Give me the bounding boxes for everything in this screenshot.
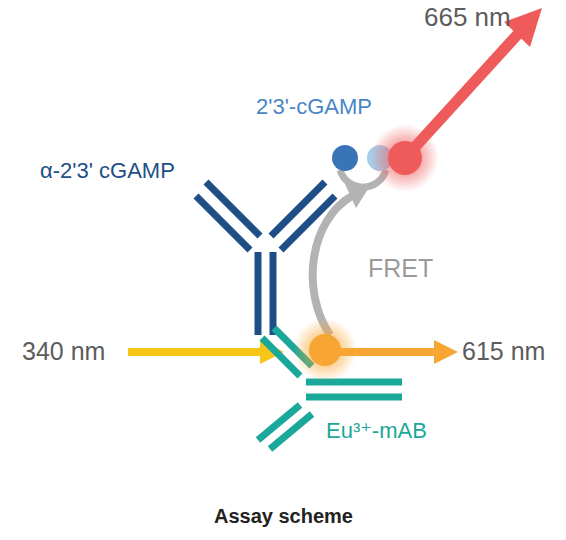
fret-label: FRET <box>368 256 433 281</box>
fret-arrow <box>313 196 352 335</box>
antibody-label: Eu³⁺-mAB <box>326 420 427 442</box>
arrow-head <box>345 184 370 208</box>
arrow-head <box>434 340 458 364</box>
analyte-label: 2'3'-cGAMP <box>256 96 372 118</box>
antibody-label: α-2'3' cGAMP <box>40 160 175 182</box>
acceptor-dye <box>388 141 422 175</box>
emission-arrow <box>340 348 436 356</box>
wavelength-label: 615 nm <box>462 339 545 364</box>
wavelength-label: 340 nm <box>22 339 105 364</box>
cgamp-dot <box>332 145 358 171</box>
wavelength-label: 665 nm <box>424 4 511 30</box>
acceptor-glow <box>371 124 439 192</box>
caption: Assay scheme <box>214 506 353 526</box>
excitation-arrow <box>128 348 262 356</box>
donor-dye <box>309 334 341 366</box>
